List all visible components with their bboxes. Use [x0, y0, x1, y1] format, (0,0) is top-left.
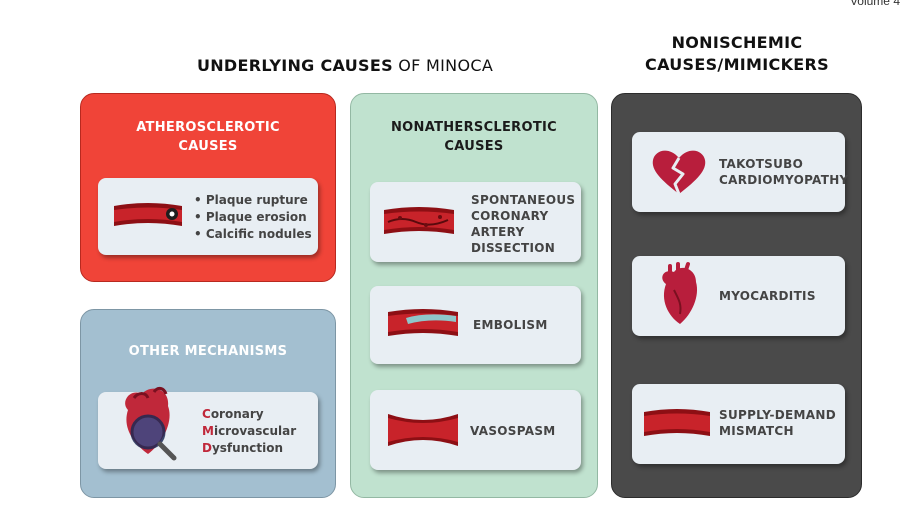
cmd-rest: ysfunction — [211, 441, 283, 455]
page-title: UNDERLYING CAUSES OF MINOCA — [160, 56, 530, 75]
list-item: Calcific nodules — [194, 226, 312, 243]
atherosclerotic-title-line2: CAUSES — [178, 139, 238, 154]
cmd-text: Coronary Microvascular Dysfunction — [202, 406, 296, 457]
scad-line: ARTERY — [471, 225, 525, 239]
scad-text: SPONTANEOUS CORONARY ARTERY DISSECTION — [471, 192, 575, 256]
takotsubo-line: TAKOTSUBO — [719, 157, 804, 171]
takotsubo-text: TAKOTSUBO CARDIOMYOPATHY — [719, 156, 849, 188]
nonischemic-title: NONISCHEMIC CAUSES/MIMICKERS — [612, 32, 862, 76]
supply-demand-card: SUPPLY-DEMAND MISMATCH — [632, 384, 845, 464]
volume-label: Volume 4 — [849, 0, 900, 8]
vasospasm-label: VASOSPASM — [470, 424, 556, 438]
atherosclerotic-title-line1: ATHEROSCLEROTIC — [136, 120, 280, 135]
nonischemic-panel: TAKOTSUBO CARDIOMYOPATHY MYOCARDITIS SUP… — [611, 93, 862, 498]
embolism-vessel-icon — [388, 309, 458, 336]
scad-line: DISSECTION — [471, 241, 556, 255]
vasospasm-vessel-icon — [388, 414, 458, 446]
cmd-line-microvascular: Microvascular — [202, 423, 296, 440]
atherosclerotic-list: Plaque rupture Plaque erosion Calcific n… — [194, 192, 312, 243]
cmd-initial-d: D — [202, 441, 212, 455]
list-item: Plaque rupture — [194, 192, 312, 209]
nonischemic-title-line2: CAUSES/MIMICKERS — [645, 55, 829, 74]
embolism-card: EMBOLISM — [370, 286, 581, 364]
supply-demand-text: SUPPLY-DEMAND MISMATCH — [719, 407, 836, 439]
nonathero-title-line1: NONATHERSCLEROTIC — [391, 120, 557, 135]
scad-card: SPONTANEOUS CORONARY ARTERY DISSECTION — [370, 182, 581, 262]
myocarditis-card: MYOCARDITIS — [632, 256, 845, 336]
title-bold: UNDERLYING CAUSES — [196, 56, 393, 75]
scad-line: SPONTANEOUS — [471, 193, 576, 207]
myocarditis-label: MYOCARDITIS — [719, 289, 816, 303]
scad-line: CORONARY — [471, 209, 549, 223]
cmd-rest: icrovascular — [213, 424, 297, 438]
nonatherosclerotic-panel: NONATHERSCLEROTIC CAUSES SPONTANEOUS COR… — [350, 93, 598, 498]
supply-line: SUPPLY-DEMAND — [719, 408, 836, 422]
list-item: Plaque erosion — [194, 209, 312, 226]
cmd-line-dysfunction: Dysfunction — [202, 440, 296, 457]
dissection-vessel-icon — [384, 207, 454, 234]
cmd-line-coronary: Coronary — [202, 406, 296, 423]
other-mechanisms-title: OTHER MECHANISMS — [128, 344, 288, 359]
nonatherosclerotic-title: NONATHERSCLEROTIC CAUSES — [351, 118, 597, 156]
cmd-initial-m: M — [202, 424, 214, 438]
atherosclerotic-card: Plaque rupture Plaque erosion Calcific n… — [98, 178, 318, 255]
takotsubo-line: CARDIOMYOPATHY — [719, 173, 849, 187]
nonischemic-title-line1: NONISCHEMIC — [671, 33, 803, 52]
other-mechanisms-panel: OTHER MECHANISMS Coronary Microvascular … — [80, 309, 336, 498]
nonathero-title-line2: CAUSES — [444, 139, 504, 154]
cmd-initial-c: C — [202, 407, 211, 421]
vasospasm-card: VASOSPASM — [370, 390, 581, 470]
vessel-icon — [644, 409, 710, 436]
heart-magnifier-icon — [125, 386, 177, 461]
embolism-label: EMBOLISM — [473, 318, 548, 332]
takotsubo-card: TAKOTSUBO CARDIOMYOPATHY — [632, 132, 848, 212]
other-mechanisms-card: Coronary Microvascular Dysfunction — [98, 386, 318, 469]
supply-line: MISMATCH — [719, 424, 794, 438]
broken-heart-icon — [652, 150, 706, 195]
plaque-vessel-icon — [114, 203, 182, 226]
atherosclerotic-title: ATHEROSCLEROTIC CAUSES — [81, 118, 335, 156]
atherosclerotic-panel: ATHEROSCLEROTIC CAUSES Plaque rupture Pl… — [80, 93, 336, 282]
heart-icon — [662, 262, 698, 324]
cmd-rest: oronary — [210, 407, 264, 421]
title-rest: OF MINOCA — [392, 56, 494, 75]
